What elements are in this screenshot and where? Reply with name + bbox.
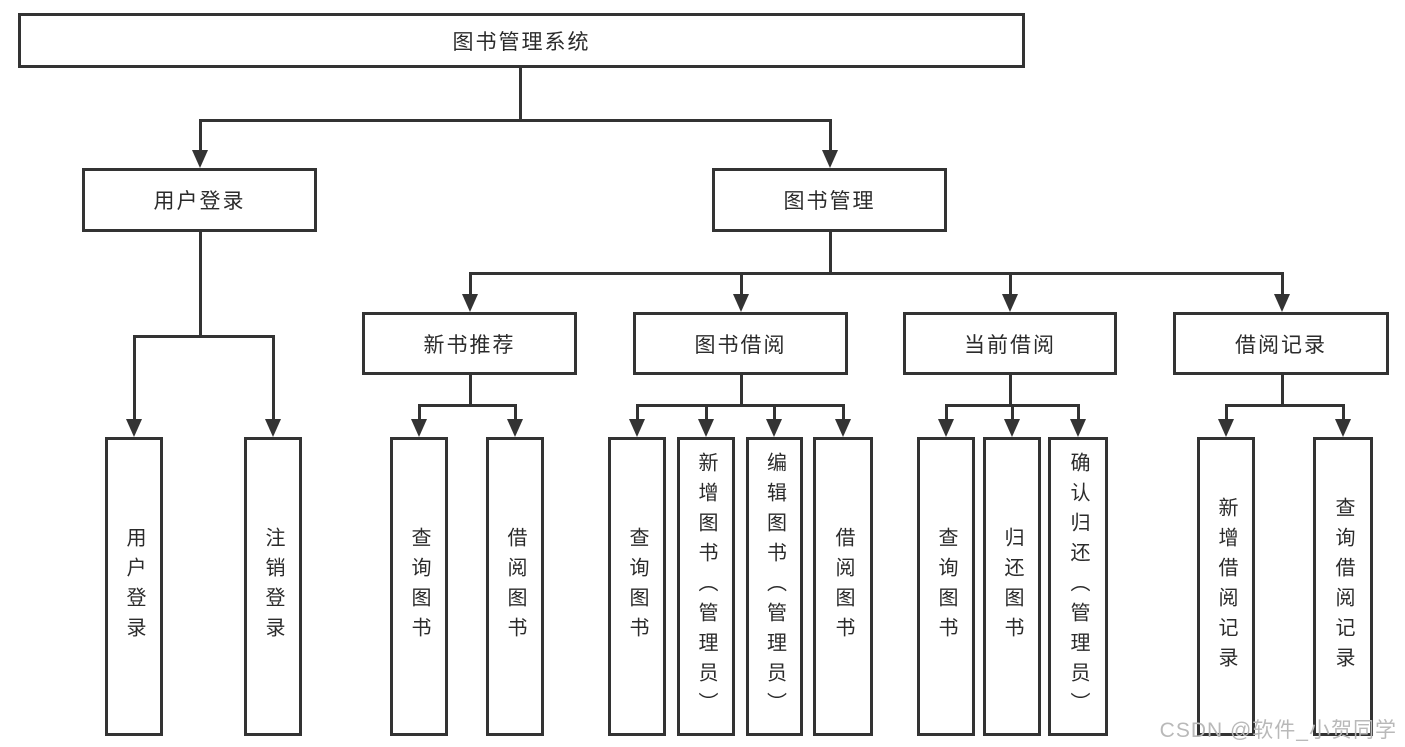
node-label: 借阅图书	[832, 526, 854, 647]
node-new-book-recommendation: 新书推荐	[362, 312, 577, 375]
connector-line	[842, 404, 845, 421]
arrow-down-icon	[1218, 419, 1234, 437]
arrow-down-icon	[1004, 419, 1020, 437]
arrow-down-icon	[462, 294, 478, 312]
connector-line	[636, 404, 639, 421]
connector-line	[418, 404, 421, 421]
leaf-user-login: 用户登录	[105, 437, 163, 736]
node-label: 图书管理系统	[452, 30, 591, 54]
leaf-add-books-admin: 新增图书（管理员）	[677, 437, 735, 736]
node-label: 图书借阅	[694, 333, 787, 357]
node-borrowing-records: 借阅记录	[1173, 312, 1389, 375]
leaf-confirm-return-admin: 确认归还（管理员）	[1048, 437, 1108, 736]
arrow-down-icon	[265, 419, 281, 437]
node-label: 当前借阅	[964, 333, 1056, 357]
leaf-query-books-borrowing: 查询图书	[608, 437, 666, 736]
node-label: 注销登录	[262, 526, 284, 647]
arrow-down-icon	[822, 150, 838, 168]
leaf-query-books-recommend: 查询图书	[390, 437, 448, 736]
node-label: 用户登录	[123, 526, 145, 647]
connector-line	[199, 230, 202, 338]
node-label: 用户登录	[153, 190, 246, 213]
connector-line	[1225, 404, 1228, 421]
node-library-management-system: 图书管理系统	[18, 13, 1025, 68]
leaf-query-borrow-record: 查询借阅记录	[1313, 437, 1373, 736]
node-label: 借阅图书	[504, 526, 526, 647]
arrow-down-icon	[733, 294, 749, 312]
connector-line	[1077, 404, 1080, 421]
leaf-query-books-current: 查询图书	[917, 437, 975, 736]
arrow-down-icon	[1274, 294, 1290, 312]
arrow-down-icon	[192, 150, 208, 168]
connector-line	[829, 119, 832, 153]
connector-line	[1011, 404, 1014, 421]
connector-line	[469, 272, 472, 296]
node-current-borrowing: 当前借阅	[903, 312, 1117, 375]
connector-line	[945, 404, 948, 421]
connector-line	[199, 119, 202, 153]
leaf-borrow-books-borrowing: 借阅图书	[813, 437, 873, 736]
leaf-borrow-books-recommend: 借阅图书	[486, 437, 544, 736]
connector-line	[1009, 272, 1012, 296]
connector-line	[519, 66, 522, 122]
node-label: 查询图书	[935, 526, 957, 647]
arrow-down-icon	[1070, 419, 1086, 437]
arrow-down-icon	[1002, 294, 1018, 312]
connector-line	[1342, 404, 1345, 421]
node-label: 新增图书（管理员）	[695, 451, 717, 722]
leaf-add-borrow-record: 新增借阅记录	[1197, 437, 1255, 736]
node-label: 图书管理	[783, 190, 876, 213]
node-label: 归还图书	[1001, 526, 1023, 647]
watermark: CSDN @软件_小贺同学	[1159, 719, 1397, 742]
leaf-return-books: 归还图书	[983, 437, 1041, 736]
node-label: 新增借阅记录	[1215, 496, 1237, 677]
connector-line	[829, 230, 832, 275]
connector-line	[272, 335, 275, 421]
node-label: 查询图书	[626, 526, 648, 647]
connector-line	[705, 404, 708, 421]
node-label: 确认归还（管理员）	[1067, 451, 1089, 722]
connector-line	[133, 335, 275, 338]
node-book-management: 图书管理	[712, 168, 947, 232]
connector-line	[1225, 404, 1345, 407]
arrow-down-icon	[1335, 419, 1351, 437]
arrow-down-icon	[835, 419, 851, 437]
leaf-logout: 注销登录	[244, 437, 302, 736]
connector-line	[514, 404, 517, 421]
node-label: 编辑图书（管理员）	[763, 451, 786, 722]
arrow-down-icon	[766, 419, 782, 437]
arrow-down-icon	[507, 419, 523, 437]
node-label: 借阅记录	[1235, 333, 1327, 357]
leaf-edit-books-admin: 编辑图书（管理员）	[746, 437, 803, 736]
connector-line	[636, 404, 845, 407]
connector-line	[1281, 272, 1284, 296]
node-user-login: 用户登录	[82, 168, 317, 232]
connector-line	[740, 272, 743, 296]
connector-line	[199, 119, 831, 122]
connector-line	[469, 272, 1283, 275]
arrow-down-icon	[126, 419, 142, 437]
connector-line	[1281, 373, 1284, 407]
connector-line	[773, 404, 776, 421]
node-label: 查询图书	[408, 526, 430, 647]
arrow-down-icon	[698, 419, 714, 437]
arrow-down-icon	[629, 419, 645, 437]
connector-line	[418, 404, 517, 407]
arrow-down-icon	[411, 419, 427, 437]
connector-line	[133, 335, 136, 421]
connector-line	[469, 373, 472, 407]
arrow-down-icon	[938, 419, 954, 437]
node-label: 新书推荐	[423, 333, 516, 357]
node-label: 查询借阅记录	[1332, 496, 1354, 677]
connector-line	[1009, 373, 1012, 407]
node-book-borrowing: 图书借阅	[633, 312, 848, 375]
connector-line	[740, 373, 743, 407]
